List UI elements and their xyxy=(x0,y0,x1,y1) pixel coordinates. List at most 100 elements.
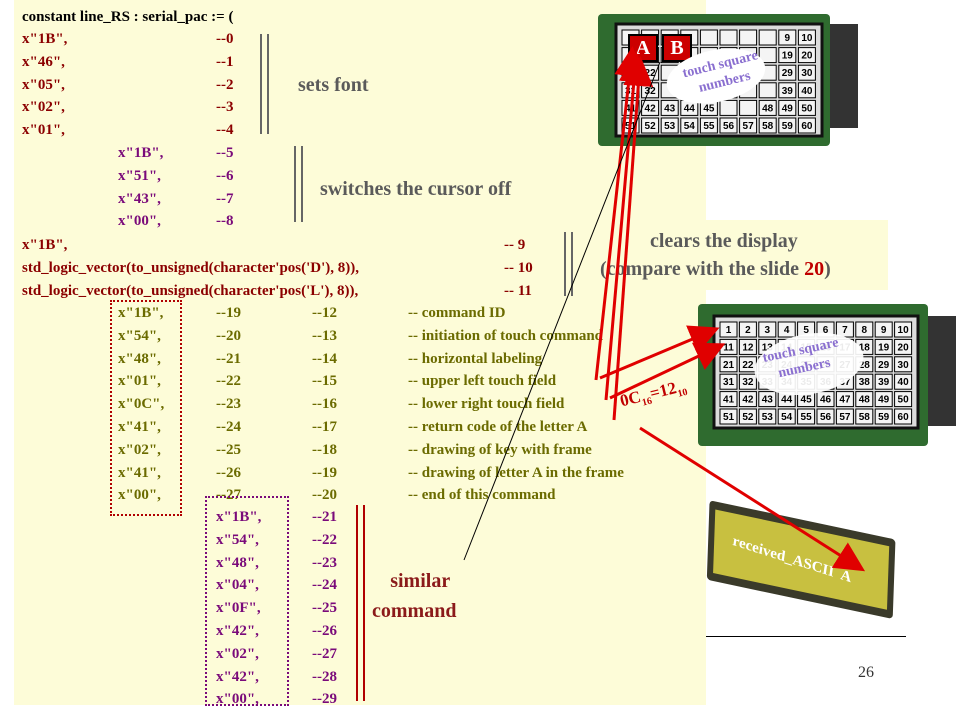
cursor-line-hex: x"51", xyxy=(118,167,161,184)
touch-line-hex: x"02", xyxy=(118,441,161,458)
bottom-cell-label: 53 xyxy=(762,412,774,423)
top-cell-box xyxy=(739,99,758,116)
bottom-cell-label: 50 xyxy=(898,395,910,406)
touch-line-comment: -- drawing of key with frame xyxy=(408,441,592,458)
clear-line-index: -- 11 xyxy=(504,282,532,299)
top-cell-label: 53 xyxy=(664,121,676,132)
command-word: command xyxy=(372,600,457,622)
top-cell-label: 9 xyxy=(785,33,791,44)
font-line-index: --1 xyxy=(216,53,234,70)
similar-line-index: --24 xyxy=(312,577,337,594)
compare-prefix: (compare with the slide xyxy=(600,258,805,280)
bottom-cell-box xyxy=(874,356,893,373)
cursor-line-index: --6 xyxy=(216,167,234,184)
bottom-cell-label: 57 xyxy=(839,412,851,423)
bottom-cell-label: 60 xyxy=(898,412,910,423)
clear-line-code: std_logic_vector(to_unsigned(character'p… xyxy=(22,282,359,299)
bottom-cell-box xyxy=(738,321,757,338)
top-cell-box xyxy=(719,29,738,46)
touch-line-index-a: --20 xyxy=(216,327,241,344)
touch-line-hex: x"0C", xyxy=(118,396,165,413)
bottom-cell-box xyxy=(894,408,913,425)
touch-line-index-a: --22 xyxy=(216,373,241,390)
touch-line-hex: x"01", xyxy=(118,373,161,390)
bottom-cell-label: 1 xyxy=(726,325,732,336)
bottom-cell-label: 56 xyxy=(820,412,832,423)
touch-line-index-b: --13 xyxy=(312,327,337,344)
bottom-cell-label: 51 xyxy=(723,412,735,423)
touch-line-hex: x"41", xyxy=(118,419,161,435)
bottom-cell-label: 45 xyxy=(801,395,813,406)
bottom-cell-label: 31 xyxy=(723,377,735,388)
bottom-cell-label: 20 xyxy=(898,342,910,353)
similar-word: similar xyxy=(390,570,451,592)
similar-line-index: --27 xyxy=(312,645,337,662)
touch-line-comment: -- end of this command xyxy=(408,487,556,504)
cursor-line-hex: x"1B", xyxy=(118,145,164,161)
bottom-cell-label: 8 xyxy=(862,325,868,336)
top-cell-box xyxy=(660,117,679,134)
top-cell-box xyxy=(778,99,797,116)
top-cell-box xyxy=(778,117,797,134)
top-cell-label: 56 xyxy=(723,121,735,132)
bottom-cell-label: 9 xyxy=(881,325,887,336)
bottom-cell-label: 54 xyxy=(781,412,793,423)
top-cell-label: 57 xyxy=(743,121,755,132)
similar-line-index: --28 xyxy=(312,668,337,685)
bottom-cell-box xyxy=(855,373,874,390)
bottom-cell-box xyxy=(874,408,893,425)
touch-line-index-a: --19 xyxy=(216,305,241,321)
touch-line-index-b: --12 xyxy=(312,305,337,321)
similar-line-hex: x"1B", xyxy=(216,509,262,525)
clear-line-code: std_logic_vector(to_unsigned(character'p… xyxy=(22,259,360,276)
touch-line-comment: -- command ID xyxy=(408,305,506,321)
bottom-cell-label: 39 xyxy=(878,377,890,388)
cursor-line-hex: x"00", xyxy=(118,213,161,230)
cursor-line-index: --7 xyxy=(216,190,234,207)
top-cell-box xyxy=(797,64,816,81)
bracket-clear xyxy=(564,232,573,296)
similar-line-hex: x"04", xyxy=(216,577,259,594)
top-cell-label: 60 xyxy=(801,121,813,132)
touch-line-index-b: --20 xyxy=(312,487,337,504)
top-cell-box xyxy=(758,29,777,46)
top-cell-label: 55 xyxy=(703,121,715,132)
bottom-cell-label: 37 xyxy=(839,377,851,388)
top-cell-box xyxy=(797,82,816,99)
bottom-cell-box xyxy=(894,391,913,408)
bottom-cell-box xyxy=(894,321,913,338)
touch-line-index-a: --24 xyxy=(216,419,241,435)
top-cell-box xyxy=(778,47,797,64)
dotted-frame-similar xyxy=(205,496,289,706)
bottom-cell-box xyxy=(719,321,738,338)
compare-label: (compare with the slide 20) xyxy=(600,258,831,281)
code-header: constant line_RS : serial_pac := ( xyxy=(22,9,234,25)
footer-rule xyxy=(706,636,906,637)
top-cell-label: 29 xyxy=(782,68,794,79)
top-cell-label: 19 xyxy=(782,51,794,62)
top-cell-label: 51 xyxy=(625,121,637,132)
bottom-cell-label: 4 xyxy=(784,325,790,336)
clears-display-label: clears the display xyxy=(650,230,798,252)
connector xyxy=(830,24,858,128)
font-line-hex: x"01", xyxy=(22,122,65,139)
bottom-cell-label: 18 xyxy=(859,342,871,353)
top-cell-label: 31 xyxy=(625,86,637,97)
similar-line-hex: x"0F", xyxy=(216,600,261,617)
top-cell-label: 49 xyxy=(782,103,794,114)
top-cell-box xyxy=(797,47,816,64)
top-cell-box xyxy=(797,117,816,134)
bottom-cell-label: 52 xyxy=(742,412,754,423)
cursor-line-hex: x"43", xyxy=(118,190,161,207)
bottom-cell-label: 30 xyxy=(898,360,910,371)
top-cell-box xyxy=(797,99,816,116)
bottom-cell-label: 58 xyxy=(859,412,871,423)
bottom-cell-label: 7 xyxy=(842,325,848,336)
bottom-cell-box xyxy=(758,391,777,408)
bottom-cell-label: 48 xyxy=(859,395,871,406)
bottom-cell-label: 2 xyxy=(745,325,751,336)
bottom-cell-label: 59 xyxy=(878,412,890,423)
top-cell-box xyxy=(778,64,797,81)
touch-line-hex: x"41", xyxy=(118,464,161,481)
touch-line-index-a: --25 xyxy=(216,441,241,458)
